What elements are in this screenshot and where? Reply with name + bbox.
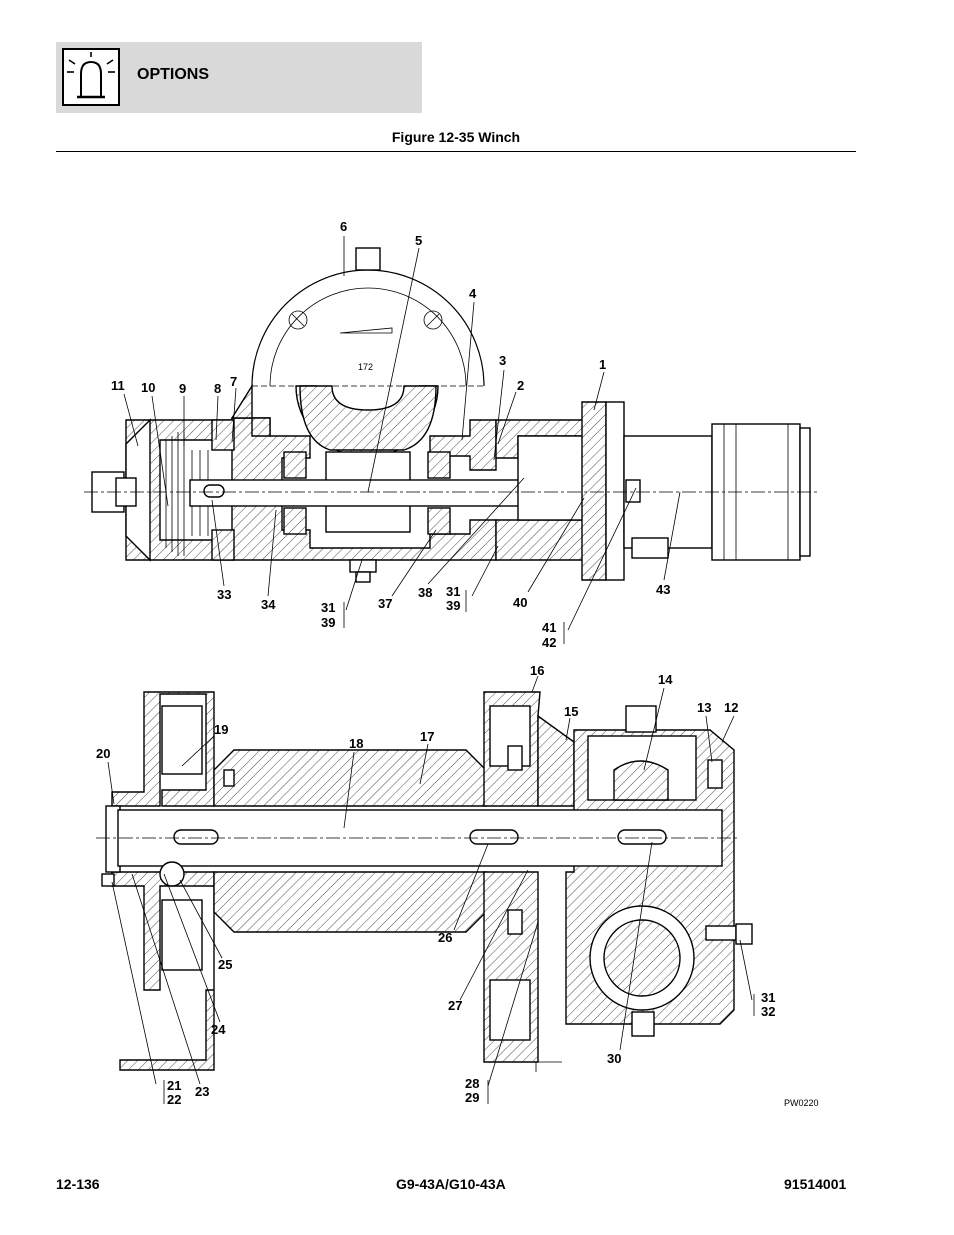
callout-1: 1 <box>599 357 606 372</box>
header-rule <box>56 151 856 152</box>
callout-9: 9 <box>179 381 186 396</box>
callout-18: 18 <box>349 736 363 751</box>
callout-22: 22 <box>167 1092 181 1107</box>
callout-42: 42 <box>542 635 556 650</box>
callout-43: 43 <box>656 582 670 597</box>
callout-10: 10 <box>141 380 155 395</box>
callout-37: 37 <box>378 596 392 611</box>
drawing-id: PW0220 <box>784 1098 819 1108</box>
callout-39b: 39 <box>446 598 460 613</box>
callout-31b: 31 <box>446 584 460 599</box>
section-title: OPTIONS <box>137 66 210 83</box>
callout-29: 29 <box>465 1090 479 1105</box>
callout-23: 23 <box>195 1084 209 1099</box>
callout-21: 21 <box>167 1078 181 1093</box>
callout-12: 12 <box>724 700 738 715</box>
callout-5: 5 <box>415 233 422 248</box>
section-header: OPTIONS <box>56 42 422 113</box>
upper-section-view: 1 7 2 <box>84 219 820 650</box>
callout-8: 8 <box>214 381 221 396</box>
callout-27: 27 <box>448 998 462 1013</box>
callout-39a: 39 <box>321 615 335 630</box>
callout-17: 17 <box>420 729 434 744</box>
callout-31a: 31 <box>321 600 335 615</box>
manual-number: 91514001 <box>784 1176 847 1192</box>
callout-25: 25 <box>218 957 232 972</box>
callout-2: 2 <box>517 378 524 393</box>
model-number: G9-43A/G10-43A <box>396 1176 506 1192</box>
beacon-light-icon <box>62 48 120 106</box>
callout-6: 6 <box>340 219 347 234</box>
callout-19: 19 <box>214 722 228 737</box>
callout-4: 4 <box>469 286 477 301</box>
callout-11: 11 <box>111 378 125 393</box>
callout-41: 41 <box>542 620 556 635</box>
body-marking: 172 <box>358 362 373 372</box>
callout-26: 26 <box>438 930 452 945</box>
callout-13: 13 <box>697 700 711 715</box>
callout-33: 33 <box>217 587 231 602</box>
lower-section-view: 16 14 15 13 12 19 20 18 17 26 25 24 27 2… <box>96 663 775 1107</box>
callout-28: 28 <box>465 1076 479 1091</box>
callout-30: 30 <box>607 1051 621 1066</box>
callout-38: 38 <box>418 585 432 600</box>
callout-7: 7 <box>230 374 237 389</box>
page-number: 12-136 <box>56 1176 100 1192</box>
callout-15: 15 <box>564 704 578 719</box>
callout-40: 40 <box>513 595 527 610</box>
callout-24: 24 <box>211 1022 226 1037</box>
callout-32: 32 <box>761 1004 775 1019</box>
callout-3: 3 <box>499 353 506 368</box>
callout-20: 20 <box>96 746 110 761</box>
callout-16: 16 <box>530 663 544 678</box>
callout-31c: 31 <box>761 990 775 1005</box>
callout-34: 34 <box>261 597 276 612</box>
figure-title: Figure 12-35 Winch <box>391 129 521 145</box>
callout-14: 14 <box>658 672 673 687</box>
